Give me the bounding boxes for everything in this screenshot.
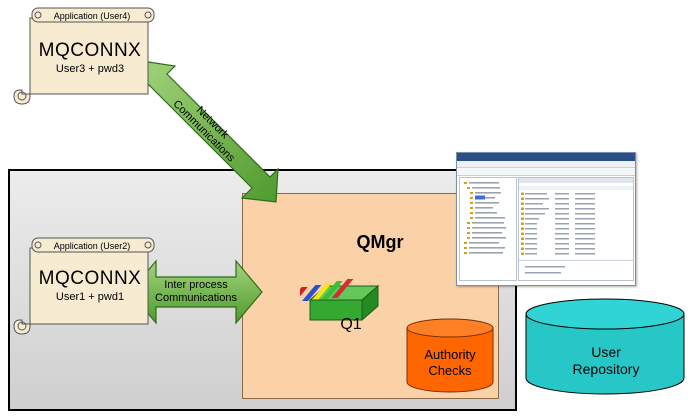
app-top-title: MQCONNX	[38, 40, 142, 61]
queue-label: Q1	[340, 316, 362, 333]
cylinder-icon	[406, 318, 494, 393]
authority-label: Authority Checks	[424, 347, 476, 378]
explorer-navigator-pane	[459, 177, 517, 281]
app-top-header: Application (User4)	[53, 11, 131, 21]
explorer-content-pane	[518, 177, 634, 281]
app-bottom-credentials: User1 + pwd1	[55, 291, 125, 303]
app-bottom-title: MQCONNX	[38, 268, 142, 289]
repository-label: User Repository	[572, 344, 640, 377]
scroll-icon	[13, 7, 155, 105]
explorer-toolbar	[457, 168, 635, 176]
explorer-screenshot	[456, 152, 636, 286]
app-bottom-header: Application (User2)	[53, 241, 131, 251]
double-arrow-icon	[129, 259, 263, 325]
app-top-credentials: User3 + pwd3	[55, 63, 125, 75]
cylinder-icon	[525, 298, 685, 395]
ipc-label: Inter process Communications	[155, 279, 237, 304]
queue-tray-icon	[300, 279, 380, 322]
scroll-icon	[13, 237, 155, 335]
qmgr-label: QMgr	[356, 232, 404, 252]
ipc-arrow	[129, 259, 263, 325]
explorer-menubar	[457, 161, 635, 168]
explorer-titlebar	[457, 153, 635, 161]
